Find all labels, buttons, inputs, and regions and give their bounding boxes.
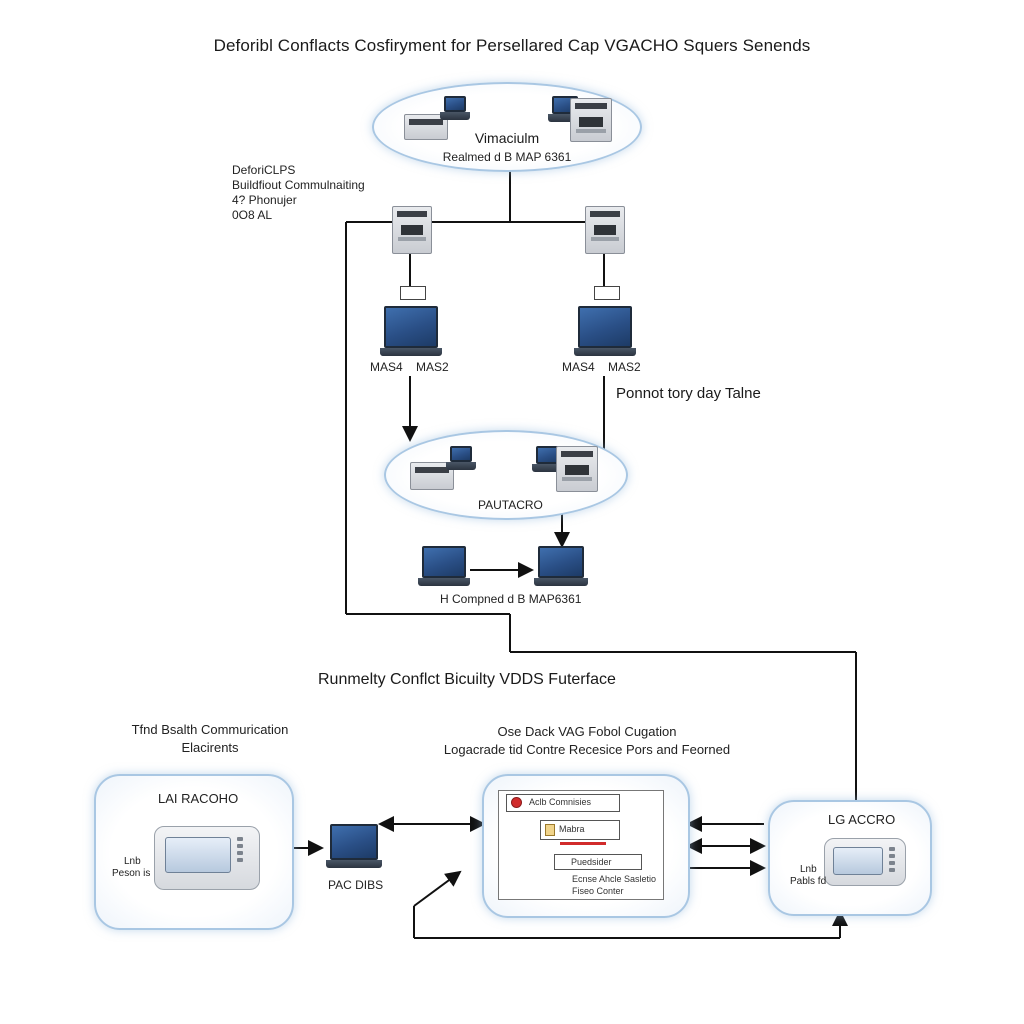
panel-card-2: Mabra [540,820,620,840]
control-panel-device [154,826,260,890]
server-icon [392,206,432,254]
left-caption-1: Tfnd Bsalth Commurication [131,722,289,737]
card-label-4: Ecnse Ahcle Sasletio [572,874,657,884]
left-note-1: DeforiCLPS [232,163,296,177]
left-device-label-2: Peson is [112,868,151,879]
laptop-icon [574,306,636,356]
right-device-label-2: Pabls fd [790,876,827,887]
panel-card-3: Puedsider [554,854,642,870]
laptop-icon [326,824,382,868]
card-label-5: Fiseo Conter [572,886,624,896]
mas-label-left: MAS4 MAS2 [370,360,449,374]
card-label-3: Puedsider [571,857,612,867]
middle-cluster-label: PAUTACRO [478,498,543,512]
left-device-label-1: Lnb [124,856,141,867]
section-title: Runmelty Conflct Bicuilty VDDS Futerface [318,671,616,688]
control-panel-device [824,838,906,886]
left-box-label: LAI RACOHO [158,791,239,806]
card-label-1: Aclb Comnisies [529,797,592,807]
laptop-icon [418,546,470,586]
left-note-4: 0O8 AL [232,208,273,222]
top-cluster-sublabel: Realmed d B MAP 6361 [442,150,572,164]
server-icon [585,206,625,254]
top-cluster-label: Vimaciulm [474,130,540,146]
center-caption-2: Logacrade tid Contre Recesice Pors and F… [443,742,731,757]
panel-card-1: Aclb Comnisies [506,794,620,812]
monitor-icon [440,96,470,120]
center-caption-1: Ose Dack VAG Fobol Cugation [497,724,677,739]
right-device-label-1: Lnb [800,864,817,875]
connector-box [594,286,620,300]
lower-laptops-caption: H Compned d B MAP6361 [440,592,582,606]
left-caption-2: Elacirents [181,740,239,755]
doc-icon [545,824,555,836]
side-note: Ponnot tory day Talne [616,385,761,402]
left-note-3: 4? Phonujer [232,193,297,207]
right-box-label: LG ACCRO [828,812,896,827]
card-label-2: Mabra [559,824,585,834]
connector-box [400,286,426,300]
laptop-icon [534,546,588,586]
server-icon [556,446,598,492]
alert-arrow [560,842,606,845]
laptop-icon [380,306,442,356]
mas-label-right: MAS4 MAS2 [562,360,641,374]
left-laptop-label: PAC DIBS [328,878,384,892]
server-icon [570,98,612,142]
diagram-title: Deforibl Conflacts Cosfiryment for Perse… [213,36,811,55]
alert-icon [511,797,522,808]
monitor-icon [446,446,476,470]
left-note-2: Buildfiout Commulnaiting [232,178,365,192]
